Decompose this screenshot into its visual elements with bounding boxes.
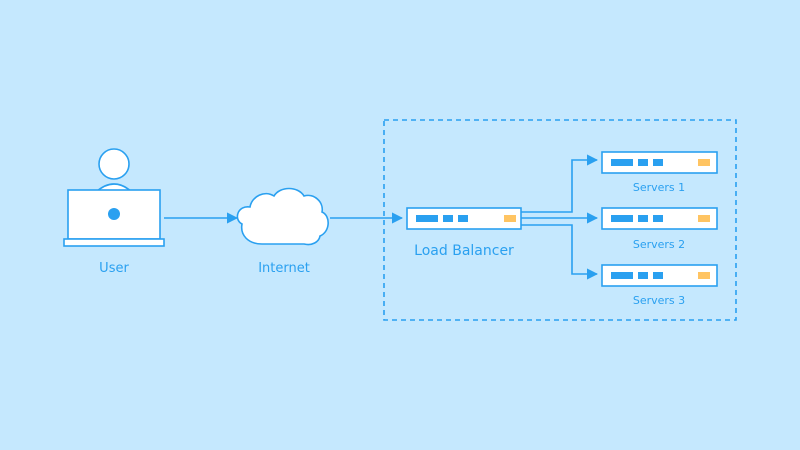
server-1-label: Servers 1 (632, 181, 686, 194)
cloud-icon (236, 187, 329, 246)
server-cluster-boundary (383, 119, 737, 321)
user-laptop-icon (63, 148, 165, 247)
user-label: User (99, 261, 129, 276)
load-balancer-label: Load Balancer (414, 243, 514, 259)
server-2-label: Servers 2 (632, 238, 686, 251)
load-balancer-server-icon (406, 207, 522, 230)
server-2-icon (601, 207, 718, 230)
arrow-to-server-1 (521, 154, 599, 213)
arrow-to-server-3 (521, 224, 599, 280)
server-3-icon (601, 264, 718, 287)
internet-label: Internet (258, 261, 310, 276)
server-3-label: Servers 3 (632, 294, 686, 307)
server-1-icon (601, 151, 718, 174)
